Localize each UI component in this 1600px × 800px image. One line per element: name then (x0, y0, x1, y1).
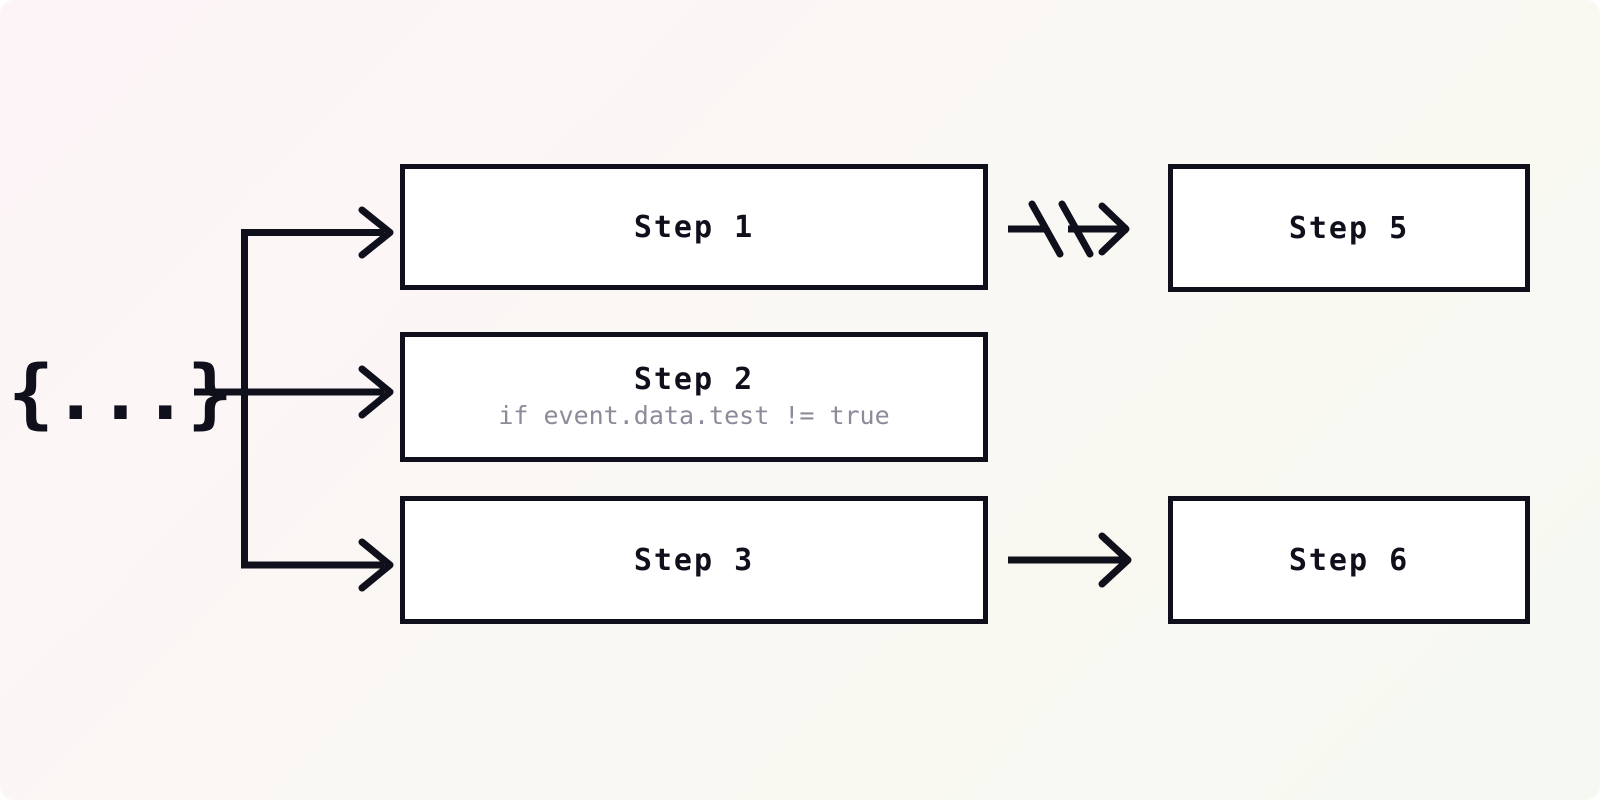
arrowhead-into-step-3 (358, 538, 394, 592)
skip-marker-slash-2-icon (1058, 200, 1094, 258)
node-step-2-title: Step 2 (633, 361, 755, 397)
node-step-1-title: Step 1 (633, 209, 755, 245)
arrowhead-into-step-5 (1098, 202, 1130, 256)
node-step-1[interactable]: Step 1 (400, 164, 988, 290)
arrowhead-into-step-1 (358, 206, 394, 259)
node-step-3[interactable]: Step 3 (400, 496, 988, 624)
source-payload-node[interactable]: {...} (8, 340, 233, 445)
arrowhead-into-step-6 (1098, 532, 1132, 588)
node-step-3-title: Step 3 (633, 542, 755, 578)
node-step-5-title: Step 5 (1288, 210, 1410, 246)
node-step-2-condition: if event.data.test != true (498, 400, 890, 430)
node-step-5[interactable]: Step 5 (1168, 164, 1530, 292)
node-step-6-title: Step 6 (1288, 542, 1410, 578)
skip-marker-slash-1-icon (1028, 200, 1064, 258)
json-payload-icon: {...} (8, 347, 233, 437)
node-step-6[interactable]: Step 6 (1168, 496, 1530, 624)
arrowhead-into-step-2 (358, 365, 394, 419)
node-step-2[interactable]: Step 2 if event.data.test != true (400, 332, 988, 462)
